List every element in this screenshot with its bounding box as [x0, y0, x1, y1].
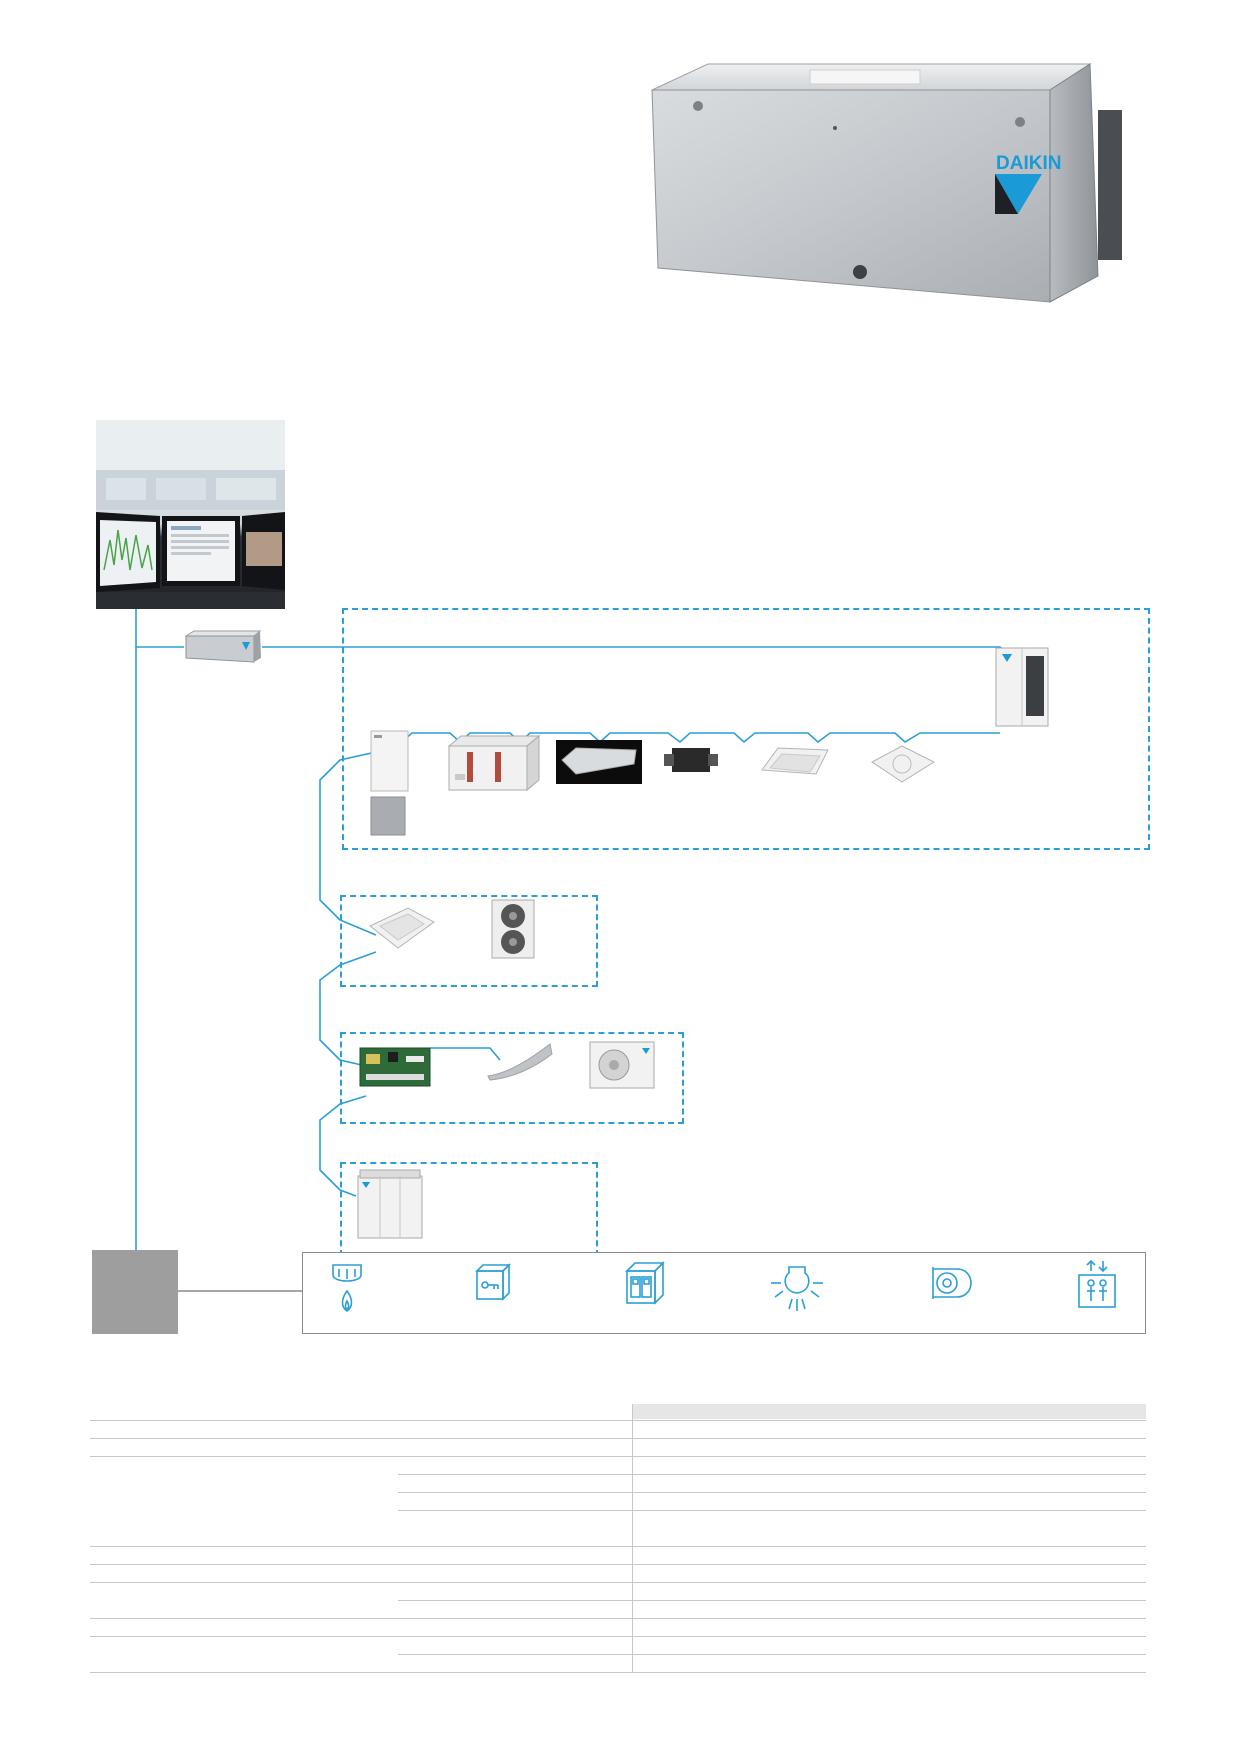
sky-air-outdoor-unit	[491, 899, 535, 959]
vrv-group-box	[342, 608, 1150, 850]
table-rule	[90, 1582, 1146, 1583]
table-rule	[90, 1546, 1146, 1547]
table-rule	[398, 1600, 1146, 1601]
cassette-2way-unit	[761, 747, 829, 775]
pump-icon	[932, 1267, 972, 1299]
table-rule	[398, 1654, 1146, 1655]
table-header-band	[632, 1404, 1146, 1419]
interface-device-image: DAIKIN	[651, 63, 1122, 303]
wall-mounted-unit	[487, 1043, 553, 1081]
cassette-round-unit	[871, 745, 936, 783]
table-rule	[90, 1618, 1146, 1619]
tank-unit	[370, 796, 406, 836]
daikin-logo-text: DAIKIN	[996, 153, 1061, 174]
table-rule	[90, 1564, 1146, 1565]
table-rule	[90, 1672, 1146, 1673]
building-services-panel	[302, 1252, 1146, 1334]
chiller-unit	[357, 1169, 423, 1239]
sky-air-group-box	[340, 895, 598, 987]
table-rule	[398, 1510, 1146, 1511]
vrv-outdoor-unit	[995, 647, 1049, 727]
table-column-divider	[632, 1404, 633, 1672]
table-rule	[90, 1420, 1146, 1421]
building-management-photo	[96, 420, 285, 609]
access-control-icon	[475, 1263, 511, 1301]
split-outdoor-unit	[589, 1041, 655, 1089]
interface-device-icon	[184, 630, 262, 663]
table-rule	[398, 1492, 1146, 1493]
ventilation-unit	[664, 748, 718, 772]
table-rule	[90, 1636, 1146, 1637]
lift-icon	[1078, 1259, 1116, 1308]
hydrobox-unit	[370, 730, 409, 792]
fire-alarm-icon	[332, 1264, 362, 1312]
elevator-icon	[625, 1261, 665, 1305]
ahu-unit	[447, 734, 541, 792]
interface-pcb	[359, 1047, 431, 1087]
cassette-unit	[369, 907, 435, 949]
split-group-box	[340, 1032, 684, 1124]
lighting-icon	[771, 1266, 823, 1311]
third-party-system-box	[92, 1250, 178, 1334]
table-rule	[90, 1456, 1146, 1457]
ceiling-suspended-unit	[556, 740, 642, 784]
table-rule	[90, 1438, 1146, 1439]
table-rule	[398, 1474, 1146, 1475]
